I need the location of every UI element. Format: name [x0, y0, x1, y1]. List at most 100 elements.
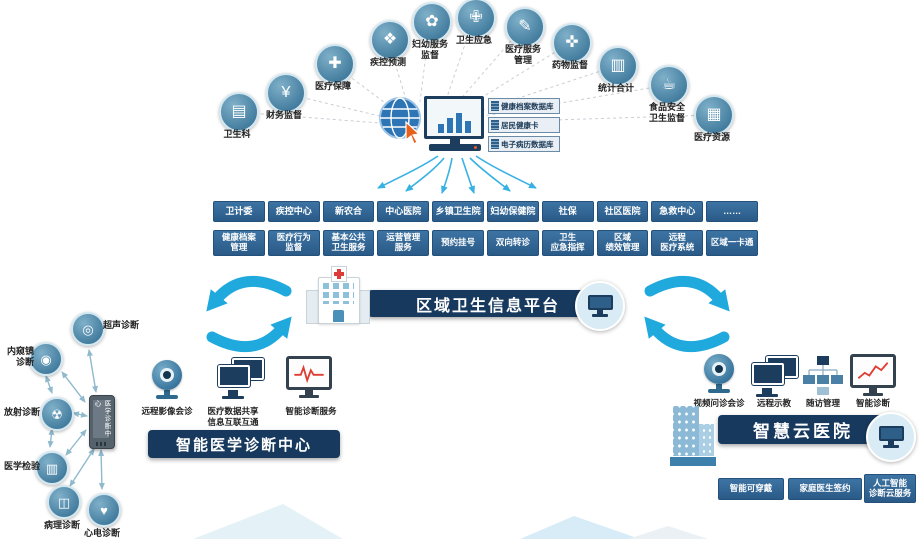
service-button-8[interactable]: 远程 医疗系统: [651, 230, 704, 256]
food-safety-supervision-icon: ☕: [649, 65, 689, 105]
building-body: [318, 277, 360, 324]
right-section-title: 智慧云医院: [718, 415, 888, 444]
food-safety-supervision-label: 食品安全 卫生监督: [648, 102, 685, 123]
terminal-buttons: [96, 442, 108, 446]
video-consult-label: 视频问诊会诊: [693, 398, 745, 408]
database-box: 电子病历数据库: [488, 136, 560, 152]
finance-supervision-glyph: ¥: [281, 84, 291, 101]
org-button-0[interactable]: 卫计委: [213, 201, 265, 222]
ultrasound-diagnosis-glyph: ◎: [82, 321, 94, 337]
service-button-3[interactable]: 运营管理 服务: [377, 230, 430, 256]
building-tower: [673, 406, 699, 456]
org-button-7[interactable]: 社区医院: [596, 201, 649, 222]
org-button-2[interactable]: 新农合: [322, 201, 375, 222]
diagnosis-terminal-icon: 医学诊断中心: [89, 395, 115, 449]
service-button-7[interactable]: 区域 绩效管理: [596, 230, 649, 256]
database-box: 健康档案数据库: [488, 98, 560, 114]
drug-supervision-icon: ✜: [552, 23, 592, 63]
left-section-title: 智能医学诊断中心: [148, 430, 340, 458]
video-consult-webcam-icon: [702, 354, 736, 393]
health-science-label: 卫生科: [223, 129, 251, 139]
org-button-8[interactable]: 急救中心: [651, 201, 704, 222]
monitor-base: [863, 393, 883, 396]
bar: [455, 113, 462, 133]
webcam-neck: [716, 384, 722, 389]
org-button-1[interactable]: 疾控中心: [267, 201, 320, 222]
monitor-front: [218, 365, 250, 387]
webcam-foot: [708, 389, 730, 393]
data-sharing-monitors-icon: [218, 358, 264, 402]
monitor-stand: [305, 390, 313, 395]
org-button-6[interactable]: 社保: [541, 201, 594, 222]
org-button-4[interactable]: 乡镇卫生院: [432, 201, 484, 222]
remote-teaching-monitors-icon: [752, 356, 798, 400]
endoscopy-diagnosis-icon: ◉: [29, 342, 63, 376]
database-icon: [491, 101, 499, 111]
power-light: [474, 146, 477, 149]
drug-supervision-glyph: ✜: [565, 34, 579, 51]
service-button-9[interactable]: 区域一卡通: [706, 230, 758, 256]
ecg-diagnosis-icon: ♥: [87, 493, 121, 527]
org-button-5[interactable]: 妇幼保健院: [486, 201, 539, 222]
service-button-4[interactable]: 预约挂号: [432, 230, 484, 256]
disease-control-forecast-glyph: ❖: [382, 31, 398, 48]
hospital-building-icon: [306, 264, 370, 324]
remote-teaching-label: 远程示教: [756, 398, 791, 408]
database-stack: 健康档案数据库 居民健康卡 电子病历数据库: [488, 98, 560, 155]
cloud-hospital-building-icon: [670, 406, 716, 466]
cloud-monitor-icon: [866, 412, 916, 462]
hub-computer-icon: [424, 96, 486, 151]
monitor-base: [429, 144, 481, 151]
chart-line: [857, 362, 889, 380]
platform-monitor-icon: [575, 281, 625, 331]
medical-service-mgmt-glyph: ✎: [518, 18, 532, 35]
monitor-stand: [888, 441, 894, 445]
webcam-neck: [164, 390, 170, 395]
service-button-5[interactable]: 双向转诊: [486, 230, 539, 256]
endoscopy-diagnosis-label: 内窥镜 诊断: [6, 346, 34, 367]
bar: [437, 124, 444, 133]
monitor-base: [592, 314, 608, 317]
terminal-label: 医学诊断中心: [93, 400, 110, 438]
bar: [464, 121, 471, 133]
monitor-screen: [587, 295, 613, 310]
radiology-diagnosis-icon: ☢: [40, 397, 74, 431]
cycle-arrows: [206, 275, 730, 353]
monitor-base: [299, 395, 319, 398]
cloud-service-button-0[interactable]: 智能可穿戴: [718, 478, 784, 500]
medical-service-mgmt-label: 医疗服务 管理: [504, 44, 541, 65]
smart-diagnosis-monitor-icon: [850, 354, 896, 396]
database-icon: [491, 139, 499, 149]
medical-resources-icon: ▦: [694, 95, 734, 135]
medical-service-mgmt-icon: ✎: [505, 7, 545, 47]
database-label: 电子病历数据库: [501, 139, 554, 149]
org-button-3[interactable]: 中心医院: [377, 201, 430, 222]
health-emergency-glyph: ✙: [469, 9, 483, 26]
service-button-2[interactable]: 基本公共 卫生服务: [322, 230, 375, 256]
monitor-stand: [762, 388, 772, 394]
monitor-front: [752, 363, 784, 385]
data-sharing-label: 医疗数据共享 信息互联互通: [207, 406, 259, 427]
org-button-9[interactable]: ……: [706, 201, 758, 222]
building-windows: [323, 283, 354, 304]
service-row: 健康档案 管理医疗行为 监督基本公共 卫生服务运营管理 服务预约挂号双向转诊卫生…: [213, 230, 758, 256]
building-door: [333, 310, 344, 322]
service-button-1[interactable]: 医疗行为 监督: [267, 230, 320, 256]
medical-lab-test-icon: ▥: [35, 451, 69, 485]
disease-control-forecast-icon: ❖: [370, 20, 410, 60]
monitor-base: [756, 394, 778, 397]
maternal-child-service-label: 妇幼服务 监督: [411, 39, 448, 60]
pathology-diagnosis-label: 病理诊断: [43, 520, 80, 530]
service-button-0[interactable]: 健康档案 管理: [213, 230, 265, 256]
red-cross-icon: [331, 266, 347, 282]
organization-row: 卫计委疾控中心新农合中心医院乡镇卫生院妇幼保健院社保社区医院急救中心……: [213, 201, 758, 222]
service-button-6[interactable]: 卫生 应急指挥: [541, 230, 594, 256]
remote-imaging-webcam-icon: [150, 360, 184, 399]
cloud-service-button-1[interactable]: 家庭医生签约: [788, 478, 862, 500]
ecg-waveform: [294, 364, 324, 384]
cloud-service-button-2[interactable]: 人工智能 诊断云服务: [864, 474, 916, 503]
maternal-child-service-icon: ✿: [412, 2, 452, 42]
pathology-diagnosis-icon: ◫: [47, 485, 81, 519]
database-box: 居民健康卡: [488, 117, 560, 133]
